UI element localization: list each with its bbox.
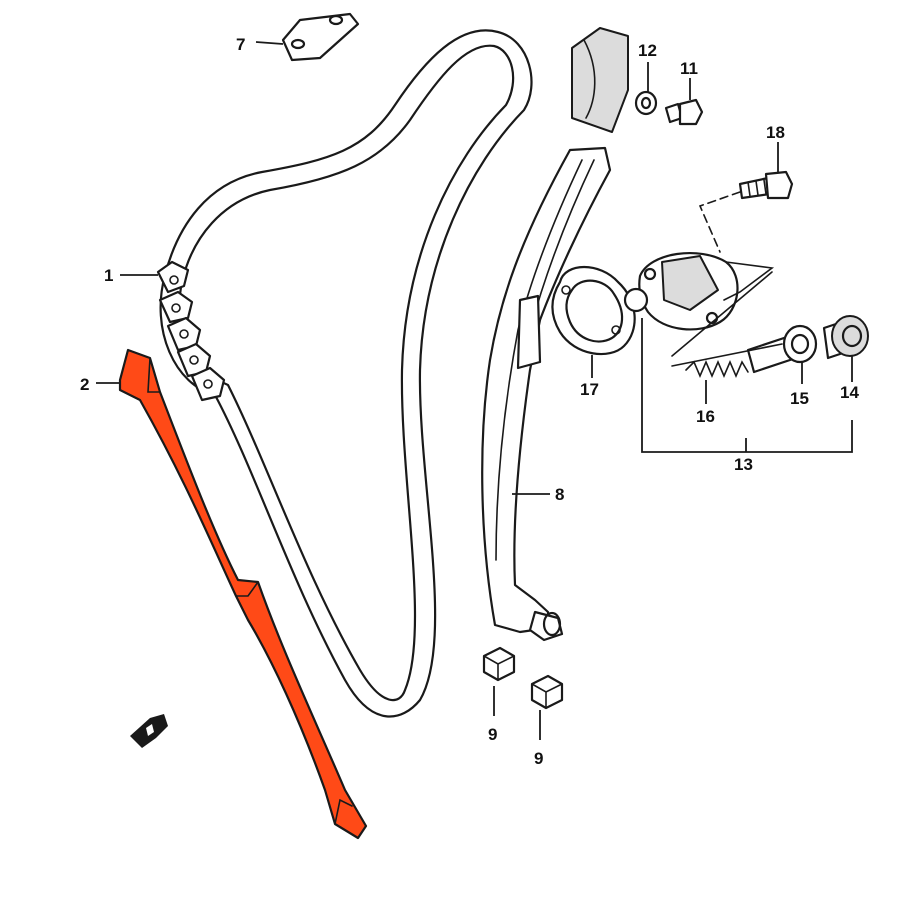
callout-7: 7	[236, 35, 245, 54]
callout-16: 16	[696, 407, 715, 426]
part-12-washer	[634, 90, 658, 116]
callout-13: 13	[734, 455, 753, 474]
callout-9-left: 9	[488, 725, 497, 744]
callout-2: 2	[80, 375, 89, 394]
callout-8: 8	[555, 485, 564, 504]
callout-1: 1	[104, 266, 113, 285]
callout-14: 14	[840, 383, 859, 402]
part-9-damper-right	[530, 674, 564, 710]
part-2-chain-guide	[118, 348, 368, 840]
part-15-washer	[782, 324, 818, 364]
part-8-tensioner-guide	[481, 146, 612, 642]
part-1-cam-chain	[156, 29, 533, 718]
callout-12: 12	[638, 41, 657, 60]
callout-11: 11	[680, 59, 698, 78]
part-9-damper-left	[482, 646, 516, 682]
part-13-tensioner-body	[623, 251, 775, 331]
part-16-spring	[685, 334, 798, 379]
callout-17: 17	[580, 380, 599, 399]
callout-18: 18	[766, 123, 785, 142]
cap-part	[571, 27, 629, 133]
part-17-gasket	[551, 265, 636, 356]
part-18-bolt	[738, 170, 794, 200]
part-7-bracket	[281, 12, 360, 62]
callout-15: 15	[790, 389, 809, 408]
front-direction-arrow-icon	[130, 714, 168, 748]
part-14-cap-bolt	[822, 315, 869, 360]
part-11-bolt	[664, 98, 704, 126]
callout-9-right: 9	[534, 749, 543, 768]
